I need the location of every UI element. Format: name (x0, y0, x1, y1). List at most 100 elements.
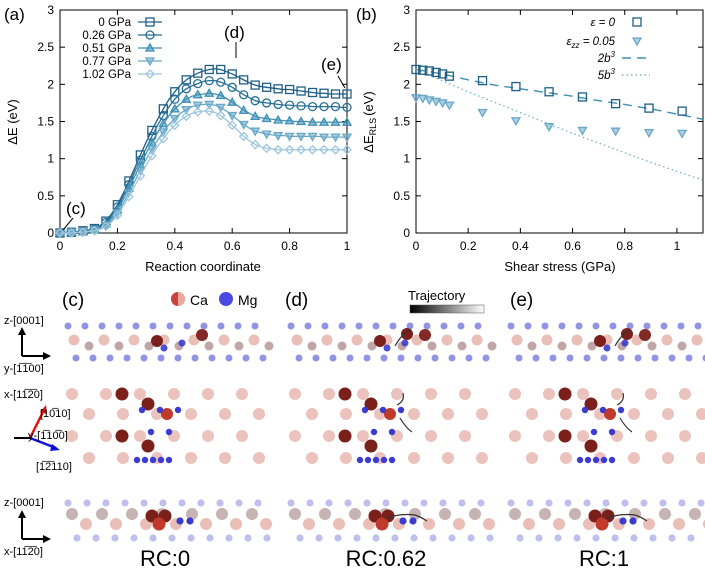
chart-a-point (251, 112, 259, 119)
mg-atom (678, 323, 685, 330)
mg-atom (584, 355, 591, 362)
chart-a-xtick-label: 0.8 (281, 239, 298, 253)
ca-atom (202, 430, 214, 442)
chart-a-series (56, 65, 351, 237)
mg-atom (567, 355, 574, 362)
ca-atom (528, 342, 537, 351)
mg-atom (697, 499, 704, 506)
mg-atom (201, 323, 208, 330)
mg-atom (313, 355, 320, 362)
mg-atom (630, 534, 637, 541)
mg-atom (260, 355, 267, 362)
mg-legend-marker (219, 292, 233, 306)
ca-atom (476, 408, 488, 420)
chart-a-ytick-label: 1 (47, 152, 54, 166)
mg-atom (288, 323, 295, 330)
mg-atom (226, 355, 233, 362)
mg-atom (429, 534, 436, 541)
chart-a-point (240, 121, 248, 128)
ca-atom-moving (142, 440, 155, 453)
ca-atom (391, 388, 403, 400)
ca-atom (569, 508, 581, 520)
mg-atom (661, 323, 668, 330)
mg-atom (475, 323, 482, 330)
mg-atom (678, 499, 685, 506)
ca-atom (253, 452, 265, 464)
mg-atom (585, 457, 591, 463)
axis-label-top-up: z-[0001] (4, 315, 44, 327)
ca-atom (66, 508, 78, 520)
axes-mid: x-[11̅2̅0] [10̅10] y-[1̅10̅0] [1̅2̅110] (4, 389, 72, 473)
panel-label-b: (b) (356, 5, 377, 24)
axis-label-mid-c: [1̅2̅110] (36, 461, 72, 473)
axis-label-bottom-right: x-[11̅2̅0] (4, 546, 43, 558)
mg-atom (197, 499, 204, 506)
ca-atom (253, 408, 265, 420)
ca-atom (453, 518, 465, 530)
chart-b-point-epszz (545, 124, 553, 131)
mg-atom (381, 355, 388, 362)
ca-atom (553, 518, 565, 530)
mg-atom (296, 355, 303, 362)
ca-atom-moving (596, 518, 609, 531)
ca-atom (80, 518, 92, 530)
ca-atom-moving (151, 335, 163, 347)
ca-atom (408, 452, 420, 464)
ca-atom (439, 508, 451, 520)
mg-atom (593, 323, 600, 330)
mg-atom (535, 534, 542, 541)
mg-atom (659, 499, 666, 506)
ca-atom (662, 335, 673, 346)
ca-atom (110, 518, 122, 530)
panel-label-c: (c) (62, 290, 84, 311)
mg-atom (139, 407, 145, 413)
ca-atom (185, 408, 197, 420)
chart-b-xtick-label: 1 (674, 239, 681, 253)
ca-atom (692, 335, 703, 346)
chart-b-series (412, 65, 703, 180)
ca-atom (459, 388, 471, 400)
ca-atom (205, 342, 214, 351)
chart-a-legend-label: 1.02 GPa (82, 69, 131, 81)
mg-atom (73, 355, 80, 362)
ca-atom (526, 452, 538, 464)
mg-atom (458, 499, 465, 506)
axis-label-bottom-up: z-[0001] (4, 497, 44, 509)
ca-atom (442, 452, 454, 464)
ca-atom (425, 430, 437, 442)
mg-atom (158, 457, 164, 463)
mg-atom (441, 323, 448, 330)
mg-atom (254, 499, 261, 506)
mg-atom (187, 534, 194, 541)
ca-atom (289, 430, 301, 442)
ca-atom (428, 342, 437, 351)
rc-label-1: RC:0.62 (346, 546, 427, 571)
mg-atom (466, 355, 473, 362)
ca-atom (117, 408, 129, 420)
chart-b-ytick-label: 2 (403, 77, 410, 91)
ca-atom (249, 335, 260, 346)
chart-b-point-epszz (678, 130, 686, 137)
chart-a-point (228, 98, 236, 105)
chart-a-ytick-label: 2.5 (37, 40, 54, 54)
ca-atom (200, 518, 212, 530)
chart-a-xtick-label: 0.2 (109, 239, 126, 253)
mg-atom (140, 499, 147, 506)
chart-b-ylabel: ΔERLS(eV) (361, 91, 378, 152)
mg-atom (526, 499, 533, 506)
mg-atom (542, 323, 549, 330)
ca-atom-moving (339, 430, 352, 443)
chart-b-legend-label: 2b3 (597, 50, 616, 65)
ca-atom (319, 508, 331, 520)
ca-atom (662, 452, 674, 464)
mg-atom (141, 355, 148, 362)
ca-atom (357, 430, 369, 442)
mg-atom (116, 323, 123, 330)
ca-atom (673, 518, 685, 530)
chart-a-point (205, 89, 213, 96)
mg-atom (398, 407, 404, 413)
chart-b-point-eps0 (545, 88, 553, 96)
chart-a-ytick-label: 2 (47, 77, 54, 91)
ca-atom (509, 508, 521, 520)
mg-atom (102, 499, 109, 506)
